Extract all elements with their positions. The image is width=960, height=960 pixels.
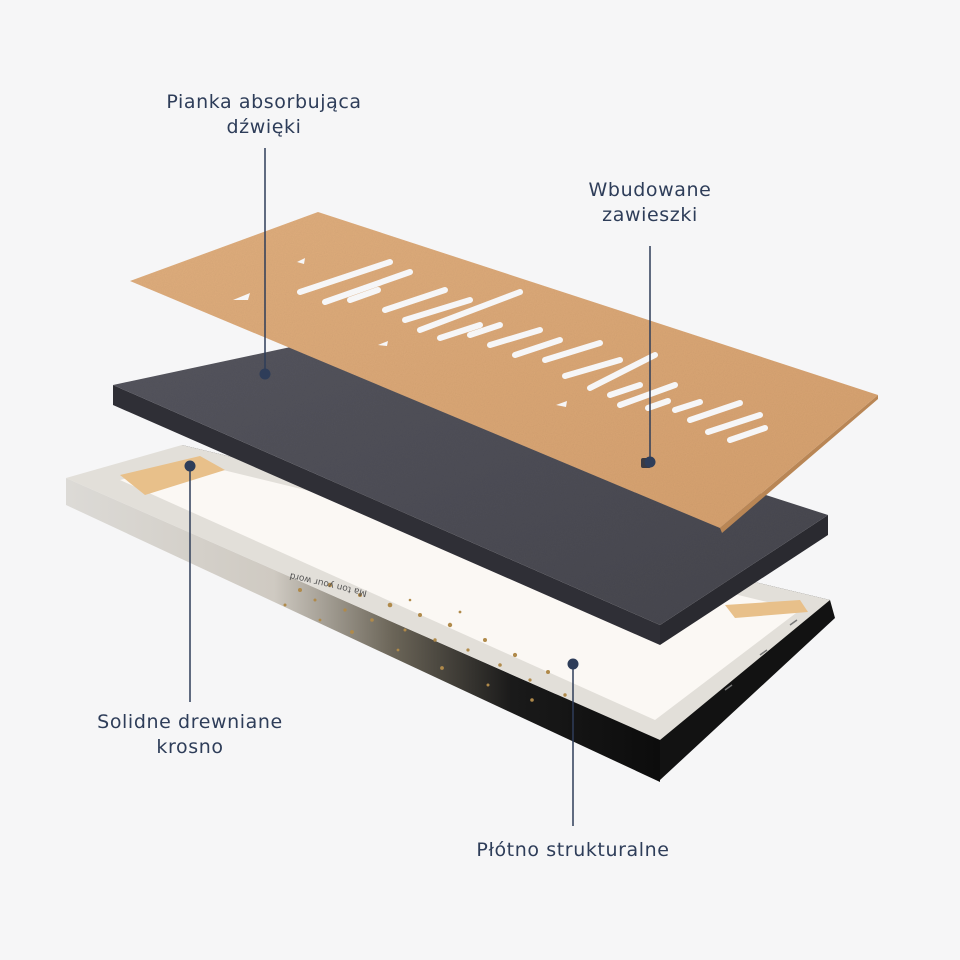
- canvas-label: Płótno strukturalne: [453, 838, 693, 863]
- hangers-leader-dot: [644, 456, 656, 468]
- frame-label-line1: Solidne drewniane: [97, 711, 283, 733]
- foam-front-edge: [113, 385, 660, 645]
- leader-dots: [184, 368, 656, 670]
- cardboard-backing-layer: [130, 212, 878, 533]
- hangers-label-line1: Wbudowane: [588, 179, 712, 201]
- frame-wood-bar-left: [120, 456, 225, 495]
- cardboard-notches: [233, 258, 567, 407]
- canvas-wrapped-edge: [66, 478, 660, 782]
- frame-leader-dot: [184, 460, 196, 472]
- cardboard-slots: [297, 259, 768, 443]
- frame-label-line2: krosno: [156, 736, 224, 758]
- canvas-white-area: [120, 462, 800, 720]
- glitter-print: [283, 582, 567, 702]
- frame-wood-bar-right: [725, 600, 808, 618]
- foam-right-edge: [660, 515, 828, 645]
- acoustic-foam-layer: [113, 345, 828, 645]
- hangers-label: Wbudowane zawieszki: [560, 178, 740, 228]
- canvas-leader-dot: [567, 658, 579, 670]
- cardboard-edge: [720, 395, 878, 533]
- hangers-label-line2: zawieszki: [602, 204, 698, 226]
- foam-leader-dot: [259, 368, 271, 380]
- cardboard-board: [130, 212, 878, 528]
- frame-label: Solidne drewniane krosno: [88, 710, 292, 760]
- foam-label: Pianka absorbująca dźwięki: [148, 90, 380, 140]
- foam-label-line1: Pianka absorbująca: [166, 91, 362, 113]
- canvas-label-line1: Płótno strukturalne: [476, 839, 670, 861]
- canvas-frame-layer: Ma ton your word: [66, 445, 835, 782]
- foam-top-face: [113, 345, 828, 625]
- frame-staples: [724, 619, 798, 691]
- foam-label-line2: dźwięki: [226, 116, 302, 138]
- leader-lines: [189, 148, 651, 826]
